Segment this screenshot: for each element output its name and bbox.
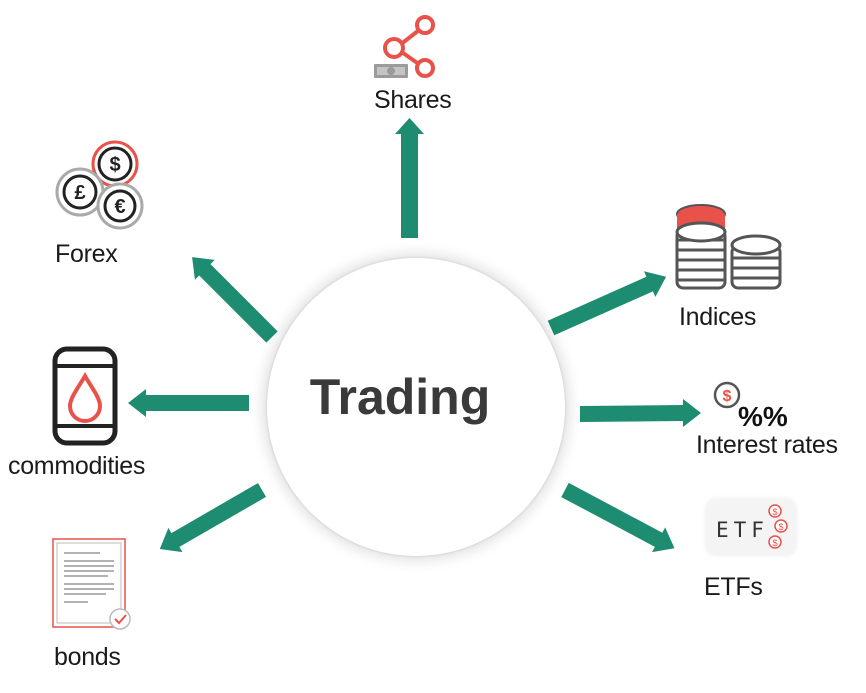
label-interest-rates: Interest rates [696, 431, 838, 459]
arrow-etfs [561, 482, 675, 553]
coin-stack-icon [675, 204, 782, 290]
euro-glyph: € [114, 196, 125, 218]
share-icon [374, 15, 435, 78]
label-commodities: commodities [8, 452, 146, 480]
center-circle [267, 258, 565, 556]
arrow-indices [547, 271, 667, 336]
percent-glyph: %% [738, 401, 788, 430]
label-forex: Forex [55, 240, 118, 268]
label-bonds: bonds [54, 643, 121, 671]
document-icon [52, 538, 131, 630]
arrow-commodities [128, 389, 249, 417]
arrow-interest-rates [580, 399, 701, 427]
etf-coin-dollar-2: $ [778, 522, 783, 532]
currency-coins-icon: $ £ € [55, 140, 144, 230]
label-etfs: ETFs [704, 573, 763, 601]
etf-coin-dollar-3: $ [772, 538, 777, 548]
etf-text: ETF [716, 518, 769, 542]
etf-coin-dollar-1: $ [772, 507, 777, 517]
etf-coins-icon: $ $ $ [768, 504, 788, 549]
label-indices: Indices [679, 303, 757, 331]
dollar-glyph-rate: $ [723, 388, 732, 405]
oil-barrel-icon [52, 346, 118, 446]
arrow-bonds [159, 483, 266, 553]
dollar-percent-icon: $ %% [713, 381, 788, 430]
arrow-shares [395, 118, 424, 238]
dollar-glyph: $ [109, 154, 120, 176]
center-title: Trading [309, 369, 491, 425]
pound-glyph: £ [74, 182, 85, 204]
label-shares: Shares [374, 86, 452, 114]
arrow-forex [192, 257, 278, 343]
